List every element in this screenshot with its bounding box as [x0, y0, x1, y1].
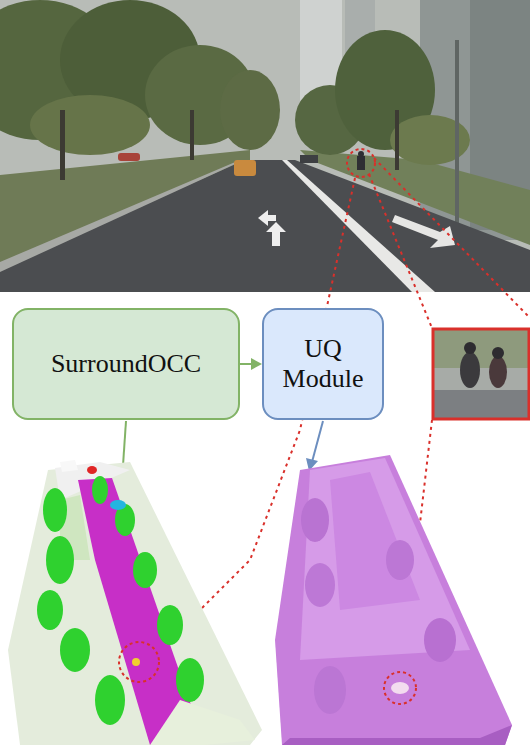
output-arrows [115, 421, 323, 503]
street-photo [0, 0, 530, 292]
box-label: SurroundOCC [51, 349, 201, 379]
flow-arrow [240, 358, 262, 370]
box-label: UQ Module [273, 334, 373, 394]
process-box: SurroundOCC [12, 308, 240, 420]
uncertainty-map [275, 455, 512, 745]
zoom-inset [432, 328, 530, 420]
process-box: UQ Module [262, 308, 384, 420]
semantic-occupancy-map [8, 460, 262, 745]
